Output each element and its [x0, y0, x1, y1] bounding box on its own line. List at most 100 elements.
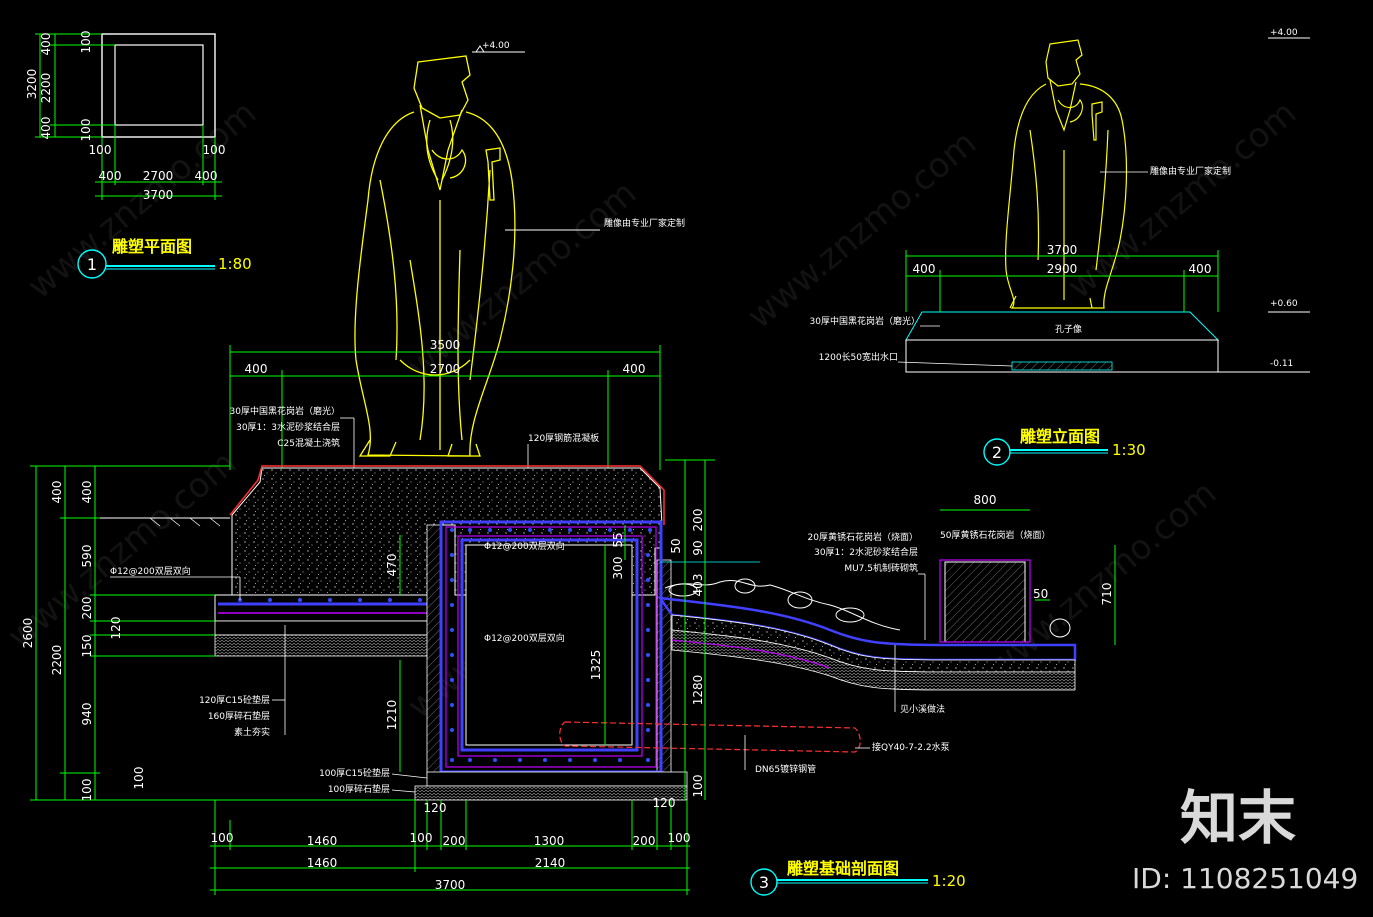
- section-statue: [354, 55, 516, 457]
- section-inner-dim: 1280: [691, 675, 705, 706]
- drain-pipe: DN65镀锌钢管 接QY40-7-2.2水泵: [559, 721, 950, 775]
- section-dim: 3500: [430, 338, 461, 352]
- brand-logo: 知末: [1180, 784, 1296, 852]
- elevation-labels: +4.00 雕像由专业厂家定制 +0.60 -0.11 30厚中国黑花岗岩（磨光…: [810, 28, 1310, 373]
- stream-note: 20厚黄锈石花岗岩（烧面）: [808, 531, 918, 543]
- elevation-number: 2: [992, 443, 1002, 462]
- section-left-dim: 120: [109, 617, 123, 640]
- section-left-dim: 400: [80, 481, 94, 504]
- section-left-dim: 940: [80, 703, 94, 726]
- section-inner-dim: 403: [691, 574, 705, 597]
- elevation-level-top: +4.00: [1270, 28, 1298, 38]
- ground-hatch: [149, 517, 221, 527]
- tank-c15: [426, 771, 688, 787]
- slab-note: 120厚钢筋混凝板: [528, 432, 599, 444]
- granite-wall: [944, 561, 1026, 643]
- section-bottom-dims: [210, 800, 690, 895]
- pipe-note: DN65镀锌钢管: [755, 763, 816, 775]
- plan-number: 1: [87, 255, 97, 274]
- elevation-dim: 3700: [1047, 243, 1078, 257]
- elevation-statue: [1005, 39, 1128, 309]
- section-left-dim: 100: [132, 767, 146, 790]
- base-slab: [214, 594, 441, 622]
- watermark-text: www.znzmo.com: [400, 173, 644, 387]
- section-inner-dim: 300: [611, 557, 625, 580]
- section-inner-dim: 100: [691, 775, 705, 798]
- section-title: 雕塑基础剖面图: [787, 859, 899, 878]
- base-note: 素土夯实: [234, 726, 270, 738]
- section-inner-dim: 55: [611, 532, 625, 547]
- section-top-dims: [229, 345, 661, 470]
- section-inner-dim: 90: [691, 540, 705, 555]
- wall-width: 800: [974, 493, 997, 507]
- base-note: 160厚碎石垫层: [208, 710, 270, 722]
- elevation-level-mid: +0.60: [1270, 299, 1298, 309]
- section-title-block: 3 雕塑基础剖面图 1:20: [750, 859, 966, 896]
- plan-outer-outline: [101, 33, 216, 138]
- section-dim: 400: [623, 362, 646, 376]
- elevation-dim: 2900: [1047, 262, 1078, 276]
- section-bottom-dim: 120: [653, 796, 676, 810]
- brand-id: ID: 1108251049: [1132, 862, 1358, 895]
- rebar-dots: [238, 528, 652, 762]
- section-bottom-dim: 200: [633, 834, 656, 848]
- pedestal-inscription: 孔子像: [1055, 323, 1082, 335]
- elevation-dims: [905, 250, 1219, 312]
- section-left-dim: 400: [50, 481, 64, 504]
- elevation-level-low: -0.11: [1270, 359, 1293, 369]
- section-left-dim: 100: [80, 779, 94, 802]
- section-bottom-dim: 200: [443, 834, 466, 848]
- section-left-dim: 150: [80, 635, 94, 658]
- bottom-note: 100厚C15砼垫层: [319, 767, 390, 779]
- elevation-base: 孔子像: [905, 311, 1220, 373]
- section-dim: 2700: [430, 362, 461, 376]
- section-statue-note: 雕像由专业厂家定制: [604, 217, 685, 229]
- elevation-scale: 1:30: [1112, 441, 1146, 459]
- plan-scale: 1:80: [218, 255, 252, 273]
- section-bottom-dim: 2140: [535, 856, 566, 870]
- plan-view: 3200 400 2200 400 100 100 100 100 400 27…: [25, 31, 252, 279]
- section-bottom-dim: 120: [424, 801, 447, 815]
- section-left-dim: 2600: [21, 618, 35, 649]
- drain-note: 1200长50宽出水口: [819, 351, 898, 363]
- watermark-layer: www.znzmo.com www.znzmo.com www.znzmo.co…: [0, 93, 1304, 727]
- base-notes: 120厚C15砼垫层 160厚碎石垫层 素土夯实 100厚C15砼垫层 100厚…: [199, 625, 428, 795]
- tank: [426, 520, 672, 776]
- section-scale: 1:20: [932, 872, 966, 890]
- section-bottom-dim: 100: [410, 831, 433, 845]
- creek: [657, 561, 1077, 691]
- section-bottom-dim: 1300: [534, 834, 565, 848]
- section-inner-dim: 200: [691, 509, 705, 532]
- plan-inner-outline: [114, 44, 204, 126]
- watermark-text: www.znzmo.com: [740, 123, 984, 337]
- tank-gravel: [414, 785, 688, 801]
- section-left-dims: [30, 459, 1116, 801]
- pedestal-granite-cap: [229, 465, 665, 525]
- bottom-note: 100厚碎石垫层: [328, 783, 390, 795]
- stream-note: 30厚1：2水泥砂浆结合层: [814, 546, 918, 558]
- section-inner-dim: 1325: [589, 650, 603, 681]
- rebar-notes: Φ12@200双层双向 Φ12@200双层双向 Φ12@200双层双向: [110, 540, 565, 644]
- plan-dim: 2200: [39, 73, 53, 104]
- plan-dim: 2700: [143, 169, 174, 183]
- rebar-note-left: Φ12@200双层双向: [110, 565, 191, 577]
- plan-title-block: 1 雕塑平面图 1:80: [77, 237, 252, 279]
- stream-note: MU7.5机制砖砌筑: [844, 562, 918, 574]
- elevation-dim: 400: [913, 262, 936, 276]
- plan-dim-total: 3700: [143, 188, 174, 202]
- plan-dim: 400: [39, 33, 53, 56]
- rebar-note-mid: Φ12@200双层双向: [484, 632, 565, 644]
- section-inner-dim: 1210: [385, 700, 399, 731]
- section-number: 3: [759, 873, 769, 892]
- granite-wall-outline: [939, 559, 1031, 643]
- section-level-top: +4.00: [482, 41, 510, 51]
- gravel-layer: [214, 634, 441, 657]
- section-bottom-dim: 100: [668, 831, 691, 845]
- section-inner-dim: 470: [385, 554, 399, 577]
- wall-note: 50厚黄锈石花岗岩（烧面）: [940, 529, 1050, 541]
- c15-layer: [214, 620, 441, 636]
- section-bottom-dim: 3700: [435, 878, 466, 892]
- plan-dim: 400: [195, 169, 218, 183]
- section-bottom-dim: 1460: [307, 856, 338, 870]
